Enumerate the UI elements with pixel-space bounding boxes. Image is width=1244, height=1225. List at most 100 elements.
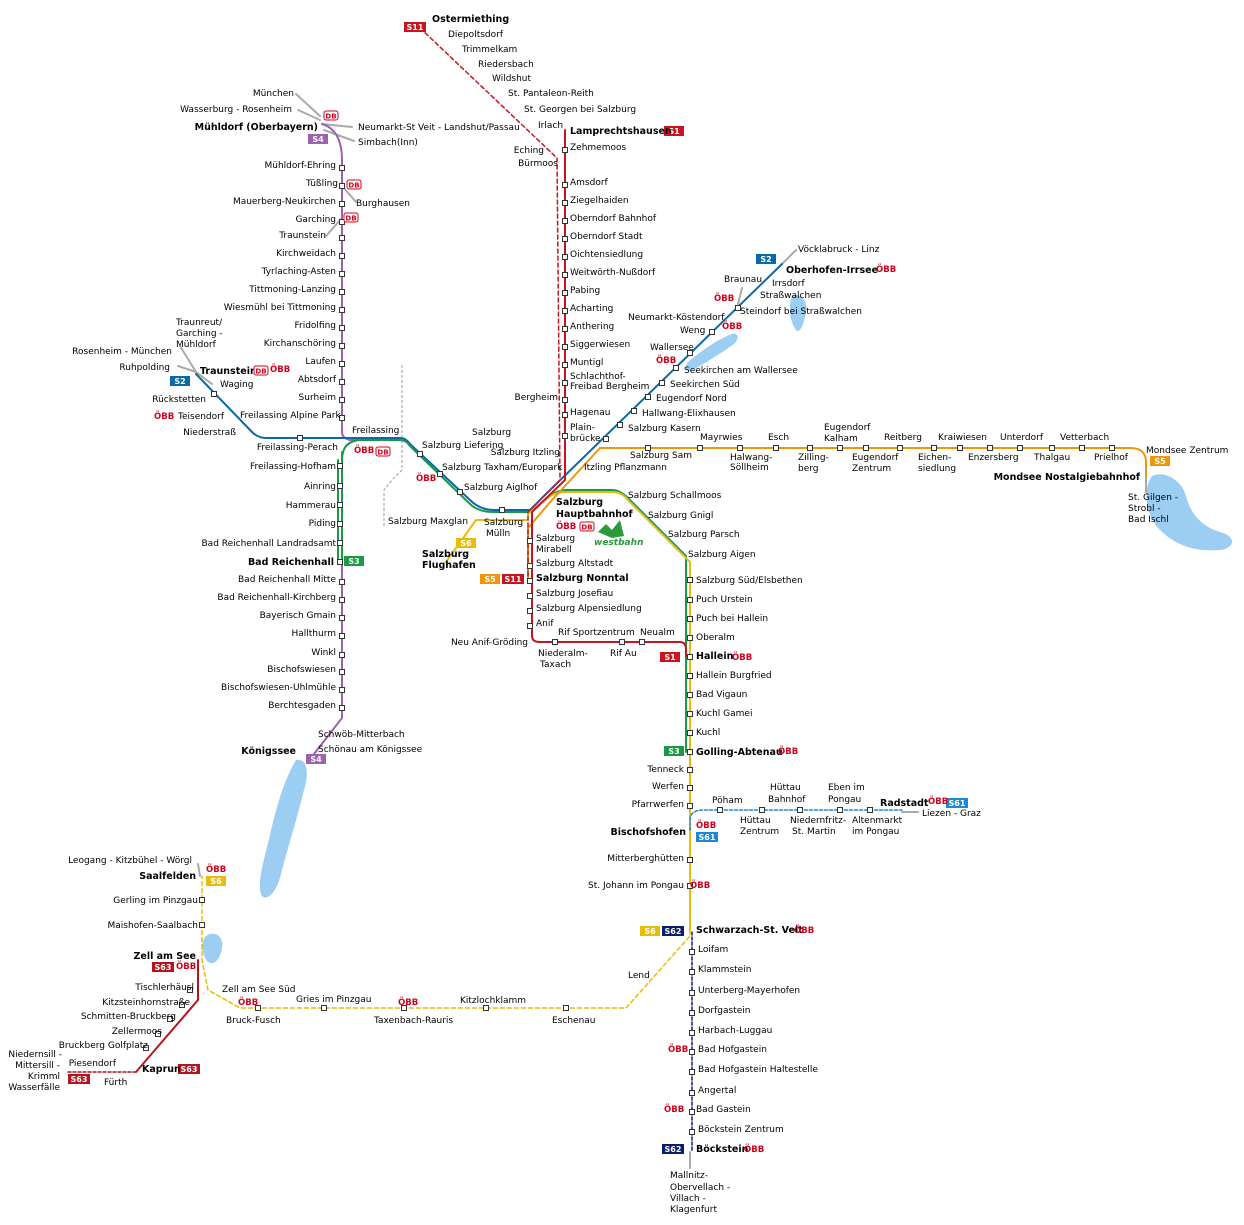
station-marker[interactable] [339, 397, 345, 403]
station-marker[interactable] [499, 507, 505, 513]
station-marker[interactable] [187, 987, 193, 993]
station-marker[interactable] [211, 391, 217, 397]
station-marker[interactable] [689, 1109, 695, 1115]
station-marker[interactable] [337, 483, 343, 489]
station-marker[interactable] [617, 422, 623, 428]
station-marker[interactable] [737, 445, 743, 451]
station-marker[interactable] [687, 635, 693, 641]
station-marker[interactable] [807, 445, 813, 451]
station-marker[interactable] [689, 1090, 695, 1096]
station-marker[interactable] [339, 361, 345, 367]
station-marker[interactable] [957, 445, 963, 451]
station-marker[interactable] [563, 1005, 569, 1011]
station-marker[interactable] [689, 949, 695, 955]
station-marker[interactable] [773, 445, 779, 451]
station-marker[interactable] [417, 451, 423, 457]
station-marker[interactable] [619, 639, 625, 645]
station-marker[interactable] [562, 254, 568, 260]
station-marker[interactable] [321, 1005, 327, 1011]
station-marker[interactable] [645, 445, 651, 451]
station-marker[interactable] [199, 922, 205, 928]
station-marker[interactable] [687, 350, 693, 356]
station-marker[interactable] [645, 394, 651, 400]
station-marker[interactable] [339, 615, 345, 621]
station-marker[interactable] [1017, 445, 1023, 451]
station-marker[interactable] [689, 1069, 695, 1075]
station-marker[interactable] [167, 1016, 173, 1022]
station-marker[interactable] [339, 379, 345, 385]
station-marker[interactable] [562, 397, 568, 403]
station-marker[interactable] [687, 577, 693, 583]
station-marker[interactable] [759, 807, 765, 813]
station-marker[interactable] [401, 1005, 407, 1011]
station-marker[interactable] [837, 807, 843, 813]
station-marker[interactable] [639, 639, 645, 645]
station-marker[interactable] [339, 201, 345, 207]
station-marker[interactable] [483, 1005, 489, 1011]
station-marker[interactable] [987, 445, 993, 451]
station-marker[interactable] [897, 445, 903, 451]
station-marker[interactable] [717, 807, 723, 813]
station-marker[interactable] [687, 785, 693, 791]
station-marker[interactable] [339, 705, 345, 711]
station-marker[interactable] [297, 435, 303, 441]
station-marker[interactable] [863, 445, 869, 451]
station-marker[interactable] [437, 471, 443, 477]
station-marker[interactable] [687, 692, 693, 698]
station-marker[interactable] [339, 579, 345, 585]
station-marker[interactable] [457, 489, 463, 495]
station-marker[interactable] [337, 559, 343, 565]
station-marker[interactable] [687, 767, 693, 773]
station-marker[interactable] [339, 165, 345, 171]
station-marker[interactable] [562, 433, 568, 439]
station-marker[interactable] [689, 1049, 695, 1055]
station-marker[interactable] [199, 897, 205, 903]
station-marker[interactable] [687, 597, 693, 603]
station-marker[interactable] [603, 436, 609, 442]
station-marker[interactable] [562, 200, 568, 206]
station-marker[interactable] [339, 633, 345, 639]
station-marker[interactable] [143, 1045, 149, 1051]
station-marker[interactable] [339, 343, 345, 349]
station-marker[interactable] [687, 654, 693, 660]
station-marker[interactable] [337, 502, 343, 508]
station-marker[interactable] [339, 307, 345, 313]
station-marker[interactable] [527, 623, 533, 629]
station-marker[interactable] [337, 540, 343, 546]
station-marker[interactable] [562, 218, 568, 224]
station-marker[interactable] [527, 538, 533, 544]
station-marker[interactable] [155, 1031, 161, 1037]
station-marker[interactable] [687, 616, 693, 622]
station-marker[interactable] [562, 290, 568, 296]
station-marker[interactable] [1049, 445, 1055, 451]
station-marker[interactable] [339, 597, 345, 603]
station-marker[interactable] [562, 147, 568, 153]
station-marker[interactable] [562, 272, 568, 278]
station-marker[interactable] [562, 236, 568, 242]
station-marker[interactable] [339, 271, 345, 277]
station-marker[interactable] [659, 380, 665, 386]
station-marker[interactable] [797, 807, 803, 813]
station-marker[interactable] [562, 344, 568, 350]
station-marker[interactable] [562, 326, 568, 332]
station-marker[interactable] [339, 235, 345, 241]
station-marker[interactable] [697, 445, 703, 451]
station-marker[interactable] [552, 639, 558, 645]
station-marker[interactable] [527, 593, 533, 599]
station-marker[interactable] [687, 749, 693, 755]
station-marker[interactable] [687, 711, 693, 717]
station-marker[interactable] [527, 608, 533, 614]
station-marker[interactable] [837, 445, 843, 451]
station-marker[interactable] [339, 415, 345, 421]
station-marker[interactable] [179, 1002, 185, 1008]
station-marker[interactable] [562, 412, 568, 418]
station-marker[interactable] [689, 1129, 695, 1135]
station-marker[interactable] [339, 253, 345, 259]
station-marker[interactable] [255, 1005, 261, 1011]
station-marker[interactable] [562, 380, 568, 386]
station-marker[interactable] [867, 807, 873, 813]
station-marker[interactable] [687, 883, 693, 889]
station-marker[interactable] [689, 1010, 695, 1016]
station-marker[interactable] [631, 408, 637, 414]
station-marker[interactable] [687, 857, 693, 863]
